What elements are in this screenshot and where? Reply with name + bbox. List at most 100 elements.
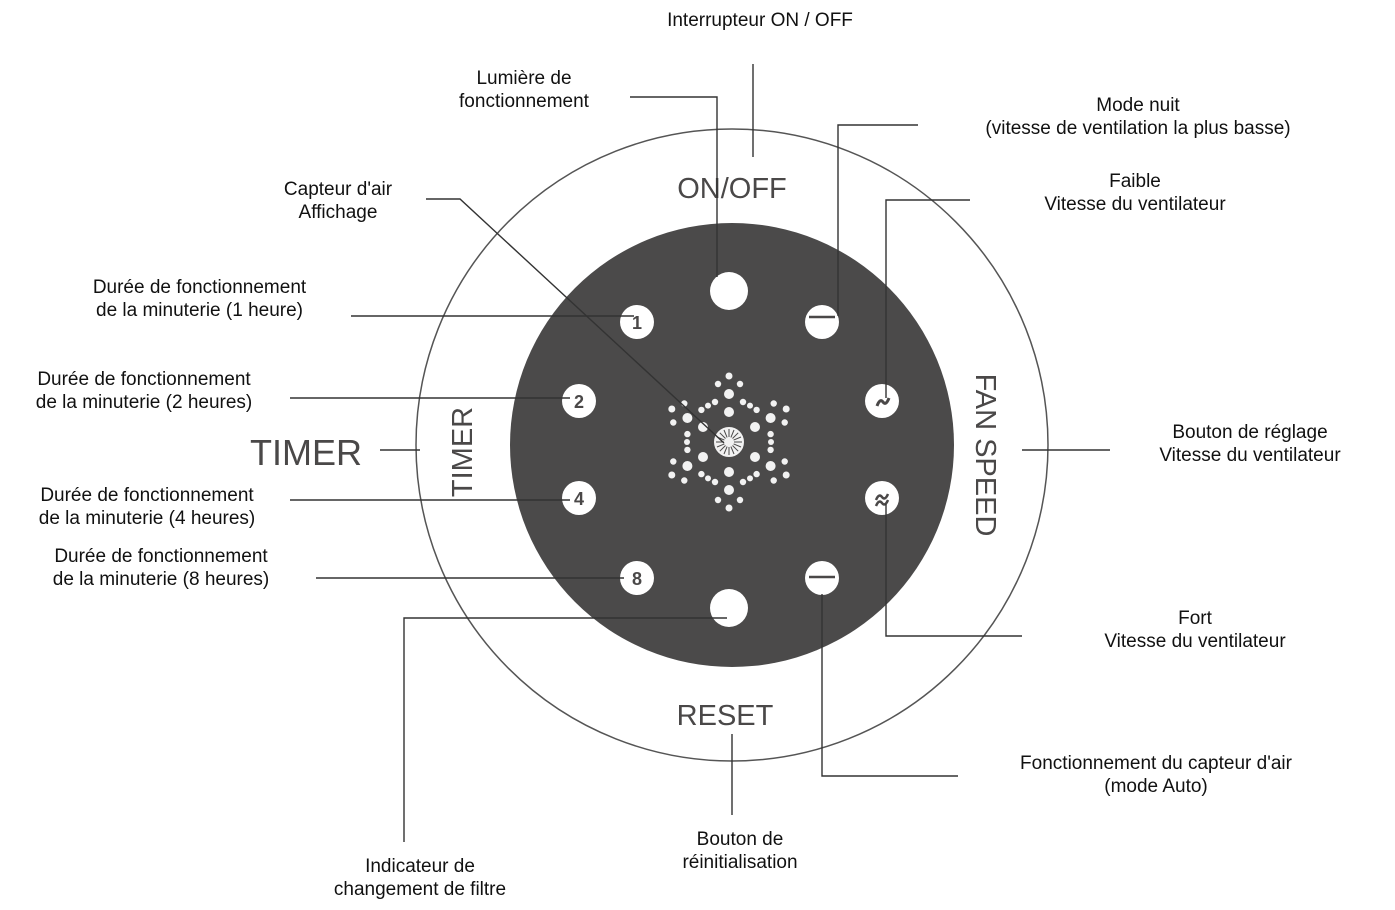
power-button[interactable]: [710, 272, 748, 310]
leader-operation-light: [630, 96, 718, 277]
snowflake-dot: [724, 485, 734, 495]
snowflake-dot: [750, 422, 760, 432]
snowflake-dot: [765, 461, 776, 471]
sensor-hub-spoke: [719, 445, 726, 452]
snowflake-dot: [682, 461, 693, 471]
snowflake-dot: [705, 402, 711, 409]
callout-auto-mode: Fonctionnement du capteur d'air (mode Au…: [1020, 753, 1292, 797]
snowflake-dot: [682, 413, 693, 423]
snowflake-dot: [739, 398, 747, 406]
snowflake-dot: [711, 478, 719, 486]
snowflake-dot: [736, 380, 744, 388]
night-mode-button[interactable]: [805, 305, 839, 339]
snowflake-dot: [781, 458, 788, 465]
timer-4h-glyph: 4: [574, 489, 584, 509]
callout-timer-4h: Durée de fonctionnement de la minuterie …: [38, 485, 256, 529]
timer-2h-glyph: 2: [574, 392, 584, 412]
double-wave-icon: [874, 493, 890, 507]
timer-8h-glyph: 8: [632, 569, 642, 589]
snowflake-dot: [753, 470, 760, 478]
callout-high-speed: Fort Vitesse du ventilateur: [1104, 608, 1286, 652]
snowflake-dot: [770, 400, 777, 407]
callout-fan-speed-button: Bouton de réglage Vitesse du ventilateur: [1159, 422, 1341, 466]
snowflake-dot: [747, 475, 753, 482]
sensor-hub-spoke: [733, 436, 742, 441]
callout-power-switch: Interrupteur ON / OFF: [667, 10, 853, 31]
high-speed-button[interactable]: [865, 481, 899, 515]
snowflake-dot: [714, 380, 722, 388]
snowflake-dot: [698, 452, 708, 462]
snowflake-dot: [768, 439, 774, 445]
snowflake-dot: [698, 422, 708, 432]
sensor-hub-spoke: [732, 445, 739, 452]
snowflake-dot: [770, 477, 777, 484]
panel-label-reset: RESET: [677, 700, 774, 732]
low-speed-button[interactable]: [865, 384, 899, 418]
snowflake-dot: [681, 477, 688, 484]
snowflake-dot: [668, 405, 676, 413]
snowflake-dot: [684, 446, 691, 454]
callout-night-mode: Mode nuit (vitesse de ventilation la plu…: [985, 95, 1291, 139]
snowflake-dot: [724, 467, 734, 477]
reset-indicator-button[interactable]: [710, 589, 748, 627]
timer-1h-glyph: 1: [632, 313, 642, 333]
snowflake-dot: [725, 504, 733, 512]
leader-high-speed: [885, 504, 1022, 637]
callout-timer-1h: Durée de fonctionnement de la minuterie …: [92, 277, 307, 321]
snowflake-dot: [782, 405, 790, 413]
outside-label-timer: TIMER: [250, 432, 362, 473]
snowflake-dot: [736, 496, 744, 504]
callout-air-sensor-display: Capteur d'air Affichage: [283, 179, 393, 223]
sensor-hub-spoke: [723, 446, 728, 455]
sensor-hub-spoke: [723, 429, 728, 438]
snowflake-dot: [767, 430, 774, 438]
panel-label-timer: TIMER: [447, 407, 479, 497]
air-sensor-display: [668, 372, 790, 512]
snowflake-dot: [753, 406, 760, 414]
snowflake-dot: [705, 475, 711, 482]
snowflake-dot: [767, 446, 774, 454]
timer-8h-button[interactable]: 8: [620, 561, 654, 595]
snowflake-dot: [724, 389, 734, 399]
sensor-hub-spoke: [730, 429, 735, 438]
snowflake-dot: [711, 398, 719, 406]
snowflake-dot: [670, 458, 677, 465]
sensor-hub-spoke: [732, 432, 739, 439]
snowflake-dot: [684, 439, 690, 445]
snowflake-dot: [750, 452, 760, 462]
snowflake-dot: [698, 470, 705, 478]
leader-night-mode: [837, 124, 918, 316]
callout-low-speed: Faible Vitesse du ventilateur: [1044, 171, 1226, 215]
snowflake-dot: [782, 471, 790, 479]
snowflake-dot: [698, 406, 705, 414]
callout-reset-button: Bouton de réinitialisation: [682, 829, 798, 873]
sensor-hub-spoke: [716, 443, 725, 448]
leader-filter-indicator: [403, 617, 727, 842]
snowflake-dot: [724, 407, 734, 417]
snowflake-dot: [765, 413, 776, 423]
sensor-hub-spoke: [719, 432, 726, 439]
leader-low-speed: [885, 199, 970, 398]
panel-label-fan-speed: FAN SPEED: [969, 374, 1001, 537]
timer-4h-button[interactable]: 4: [562, 481, 596, 515]
snowflake-dot: [781, 419, 788, 426]
snowflake-dot: [714, 496, 722, 504]
snowflake-dot: [747, 402, 753, 409]
snowflake-dot: [670, 419, 677, 426]
panel-label-on-off: ON/OFF: [677, 173, 787, 205]
leader-auto-mode: [821, 594, 958, 777]
snowflake-dot: [668, 471, 676, 479]
callout-timer-2h: Durée de fonctionnement de la minuterie …: [35, 369, 253, 413]
callout-filter-indicator: Indicateur de changement de filtre: [333, 856, 507, 900]
timer-1h-button[interactable]: 1: [620, 305, 654, 339]
snowflake-dot: [739, 478, 747, 486]
sensor-hub-spoke: [730, 446, 735, 455]
leader-air-sensor: [426, 198, 725, 444]
single-wave-icon: [875, 397, 891, 407]
timer-2h-button[interactable]: 2: [562, 384, 596, 418]
callout-timer-8h: Durée de fonctionnement de la minuterie …: [52, 546, 270, 590]
sensor-hub-spoke: [733, 443, 742, 448]
snowflake-dot: [684, 430, 691, 438]
auto-mode-button[interactable]: [805, 561, 839, 595]
